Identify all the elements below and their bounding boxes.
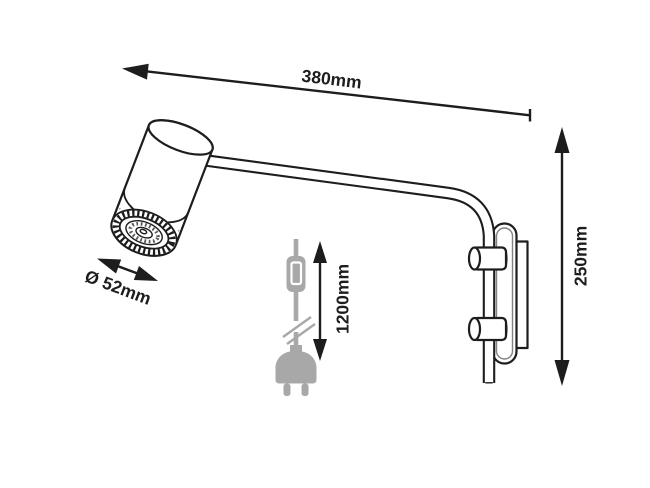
product-drawing bbox=[110, 119, 529, 384]
dim-width-label: 380mm bbox=[301, 66, 363, 93]
dim-width-arrowhead bbox=[122, 63, 149, 80]
plug-prong-left bbox=[283, 383, 291, 396]
mount-clamp-bottom bbox=[467, 316, 508, 342]
plug-prong-right bbox=[301, 383, 309, 396]
wall-mount-plate bbox=[491, 222, 529, 365]
clamp-end-cap bbox=[467, 246, 482, 271]
lens-ring bbox=[125, 220, 163, 246]
led-dot bbox=[139, 228, 148, 235]
dim-height-label: 250mm bbox=[571, 226, 591, 286]
dim-height: 250mm bbox=[554, 127, 591, 386]
switch-rocker bbox=[290, 261, 303, 286]
power-cord-symbol bbox=[275, 239, 317, 396]
dim-height-arrowhead-top bbox=[554, 127, 570, 153]
arm-tube-body bbox=[203, 156, 494, 383]
dim-cable-length: 1200mm bbox=[313, 241, 353, 361]
dim-width: 380mm bbox=[122, 63, 532, 122]
lamp-head bbox=[110, 119, 214, 257]
plug-body bbox=[275, 345, 317, 384]
dim-height-arrowhead-bottom bbox=[554, 360, 570, 386]
cord-break-slash-2 bbox=[286, 323, 316, 345]
dim-cable-label: 1200mm bbox=[333, 264, 353, 334]
clamp-end-cap bbox=[467, 316, 482, 342]
dim-cable-arrowhead-top bbox=[313, 241, 327, 263]
dim-diameter-arrowhead-left bbox=[97, 258, 122, 274]
dim-cable-arrowhead-bottom bbox=[313, 339, 327, 361]
dim-width-line bbox=[132, 68, 531, 117]
clamp-rim-line bbox=[503, 248, 508, 270]
dim-diameter-arrowhead-right bbox=[133, 266, 158, 281]
lamp-arm bbox=[203, 154, 496, 384]
clamp-rim-line bbox=[503, 318, 508, 340]
cord-break-slash-1 bbox=[282, 316, 312, 338]
lens-knurled-ring bbox=[112, 210, 176, 255]
dim-head-diameter: Ø 52mm bbox=[82, 258, 158, 309]
wall-plate-inner-contour bbox=[495, 227, 514, 360]
mount-clamp-top bbox=[467, 246, 508, 271]
lamp-head-top-cap bbox=[147, 119, 214, 156]
